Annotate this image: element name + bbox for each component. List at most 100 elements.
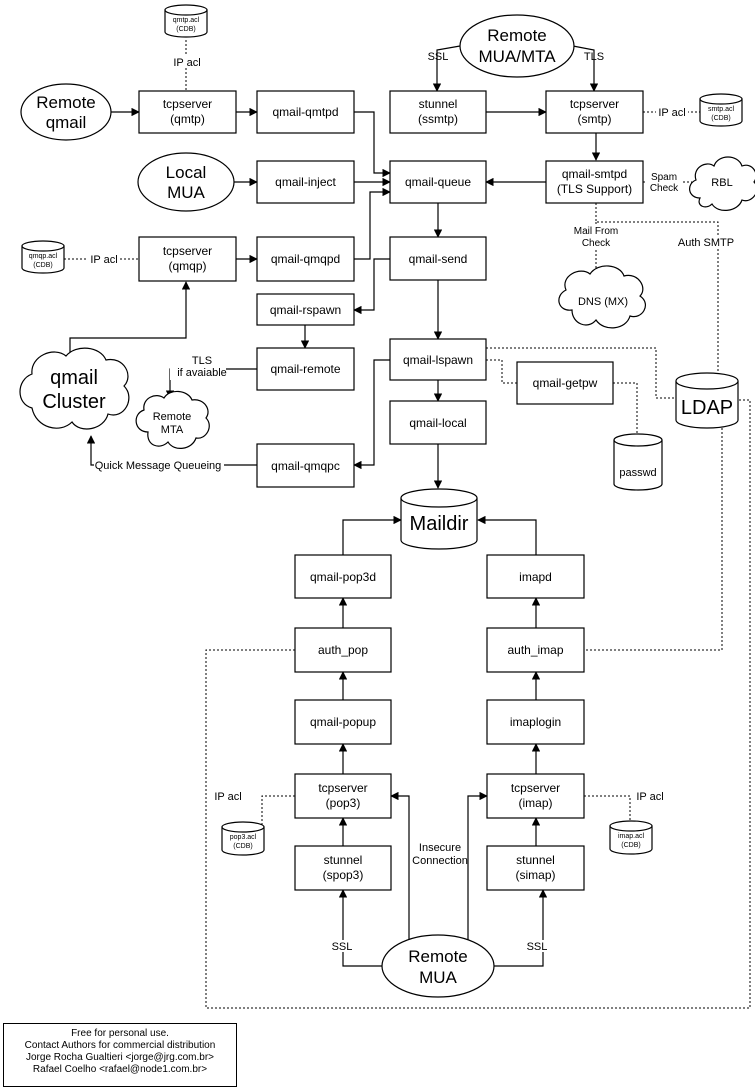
box-qmail-popup: qmail-popup [294,699,392,745]
cloud-label-line1: qmail [50,367,98,389]
tls-if-available-line1: TLS [192,355,212,367]
cloud-remote-mta: Remote MTA [135,390,210,449]
box-label: imaplogin [510,715,561,729]
box-auth-imap: auth_imap [486,627,585,673]
box-label-line2: (pop3) [326,796,361,810]
store-imap-acl: imap.acl (CDB) [609,820,653,855]
ellipse-label-line2: qmail [46,113,87,132]
cloud-label-line1: Remote [153,411,192,423]
store-label: LDAP [681,397,733,419]
box-label: qmail-qmqpd [271,252,340,266]
box-tcpserver-pop3: tcpserver (pop3) [294,773,392,819]
cloud-rbl: RBL [689,156,755,211]
store-label-line1: smtp.acl [708,106,735,113]
box-label-line1: tcpserver [318,781,367,795]
ssl-right-label: SSL [527,941,548,953]
spam-check-line2: Check [650,183,679,194]
store-label: passwd [619,467,656,479]
store-label-line2: (CDB) [621,842,640,849]
ellipse-label-line1: Remote [36,93,96,112]
box-qmail-qmqpc: qmail-qmqpc [256,443,355,488]
box-tcpserver-qmtp: tcpserver (qmtp) [138,90,237,134]
cloud-qmail-cluster: qmail Cluster [19,347,130,430]
ellipse-label-line2: MUA [419,968,457,987]
ellipse-label-line1: Remote [408,947,468,966]
cloud-dns-mx: DNS (MX) [558,265,646,329]
store-pop3-acl: pop3.acl (CDB) [221,821,265,856]
insecure-connection-line2: Connection [412,855,468,867]
ssl-top-label: SSL [428,51,449,63]
ellipse-remote-mua: Remote MUA [381,934,495,998]
edge-labels: IP acl SSL TLS IP acl Spam Check IP acl … [88,51,736,953]
ellipse-remote-mua-mta: Remote MUA/MTA [459,14,575,78]
box-label: qmail-getpw [533,376,598,390]
box-tcpserver-imap: tcpserver (imap) [486,773,585,819]
box-label-line2: (ssmtp) [418,112,458,126]
ip-acl-smtp-label: IP acl [658,107,685,119]
box-qmail-qmtpd: qmail-qmtpd [256,90,355,134]
box-label: qmail-send [409,252,468,266]
box-imapd: imapd [486,554,585,599]
tls-if-available-line2: if avaiable [177,367,227,379]
box-label: auth_imap [507,643,563,657]
box-label: qmail-pop3d [310,570,376,584]
box-label: qmail-inject [275,175,336,189]
store-qmqp-acl: qmqp.acl (CDB) [21,240,65,274]
store-ldap: LDAP [675,372,739,429]
cloud-label-line2: MTA [161,424,184,436]
box-qmail-send: qmail-send [389,236,487,281]
cloud-label-line2: Cluster [42,391,106,413]
box-tcpserver-smtp: tcpserver (smtp) [545,90,644,134]
credits-line-2: Contact Authors for commercial distribut… [24,1040,216,1051]
store-label-line1: qmqp.acl [29,253,58,260]
insecure-connection-line1: Insecure [419,842,461,854]
box-auth-pop: auth_pop [294,627,392,673]
box-qmail-remote: qmail-remote [256,347,355,391]
mail-from-check-line1: Mail From [574,226,618,237]
box-qmail-lspawn: qmail-lspawn [389,338,487,381]
box-qmail-rspawn: qmail-rspawn [256,293,355,326]
box-label-line2: (simap) [515,868,555,882]
box-stunnel-ssmtp: stunnel (ssmtp) [389,90,487,134]
store-label-line1: imap.acl [618,833,645,840]
box-label-line2: (spop3) [323,868,364,882]
box-label-line2: (qmtp) [170,112,205,126]
box-label: qmail-qmqpc [271,459,340,473]
box-label-line1: tcpserver [570,97,619,111]
ellipse-label-line2: MUA [167,183,205,202]
box-label-line1: stunnel [324,853,363,867]
box-qmail-pop3d: qmail-pop3d [294,554,392,599]
box-label: qmail-queue [405,175,471,189]
box-stunnel-simap: stunnel (simap) [486,845,585,891]
box-label: qmail-qmtpd [272,105,338,119]
ssl-left-label: SSL [332,941,353,953]
mail-from-check-line2: Check [582,238,611,249]
box-label-line1: stunnel [516,853,555,867]
store-qmtp-acl: qmtp.acl (CDB) [164,4,208,38]
ip-acl-qmtp-label: IP acl [173,57,200,69]
box-label: auth_pop [318,643,368,657]
ellipse-local-mua: Local MUA [137,152,235,212]
store-label-line2: (CDB) [176,26,195,33]
box-qmail-local: qmail-local [389,400,487,445]
ellipse-label-line1: Local [166,163,207,182]
credits-line-3: Jorge Rocha Gualtieri <jorge@jrg.com.br> [25,1052,214,1063]
box-stunnel-spop3: stunnel (spop3) [294,845,392,891]
store-label-line2: (CDB) [711,115,730,122]
box-label-line2: (smtp) [578,112,612,126]
box-label-line1: qmail-smtpd [562,167,627,181]
box-label-line1: tcpserver [163,97,212,111]
credits-line-4: Rafael Coelho <rafael@node1.com.br> [32,1064,208,1075]
ip-acl-pop3-label: IP acl [214,791,241,803]
box-label-line2: (qmqp) [168,259,206,273]
box-label-line2: (TLS Support) [557,182,632,196]
credits-line-1: Free for personal use. [71,1028,169,1039]
store-smtp-acl: smtp.acl (CDB) [699,93,743,127]
box-tcpserver-qmqp: tcpserver (qmqp) [138,236,237,282]
box-qmail-queue: qmail-queue [389,160,487,204]
store-label-line2: (CDB) [33,262,52,269]
auth-smtp-label: Auth SMTP [678,237,734,249]
box-label: qmail-rspawn [270,303,341,317]
box-qmail-getpw: qmail-getpw [516,361,614,405]
box-label-line1: tcpserver [511,781,560,795]
